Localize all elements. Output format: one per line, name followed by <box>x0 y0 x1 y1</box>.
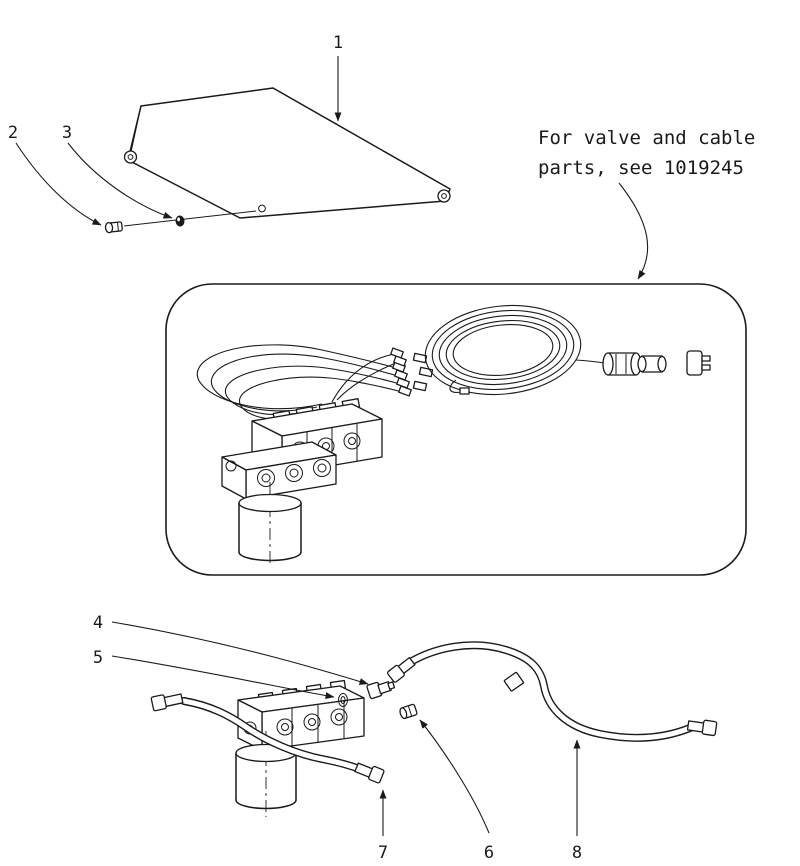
fitting-part-4 <box>366 681 396 700</box>
cable-connector-c <box>686 350 711 376</box>
reference-note-line-1: For valve and cable <box>538 127 755 149</box>
oring-part-5-inner <box>340 696 346 704</box>
wire-connectors <box>390 347 434 397</box>
coil-stub-connector <box>459 387 470 395</box>
callout-2-leader <box>15 142 102 226</box>
callout-4-leader <box>111 621 369 685</box>
callout-1-label: 1 <box>333 33 343 53</box>
callout-2-label: 2 <box>8 123 18 143</box>
coil-loops <box>424 304 582 396</box>
wire-bundle <box>196 344 403 420</box>
hose-8 <box>387 641 718 742</box>
oring-part-5 <box>338 693 348 707</box>
hose-8-fitting-left <box>387 656 416 683</box>
fastener-axis-line <box>123 210 257 227</box>
callout-6-leader <box>419 719 490 834</box>
hose-7 <box>150 693 385 784</box>
callout-6-label: 6 <box>484 843 494 863</box>
cover-plate-hole <box>258 204 266 213</box>
reference-box <box>165 283 747 576</box>
callout-5-label: 5 <box>93 648 103 668</box>
hose-7-fitting-left <box>150 693 184 712</box>
hose-8-fitting-right <box>686 719 718 737</box>
cover-plate-right-tab-inner <box>441 193 447 199</box>
cover-plate-left-tab <box>123 150 138 164</box>
callout-7-label: 7 <box>378 843 388 863</box>
hose-8-sleeve <box>503 671 525 692</box>
reference-note-line-2: parts, see 1019245 <box>538 157 744 179</box>
cable-connector-b <box>637 355 667 373</box>
callout-3-leader <box>67 142 173 219</box>
filter-cartridge <box>238 482 302 566</box>
cable-connector-a <box>602 352 642 376</box>
cover-plate-left-tab-inner <box>127 154 134 160</box>
cable-coil <box>424 304 711 396</box>
sub-valve-block <box>221 441 337 500</box>
cover-plate <box>123 87 451 219</box>
callout-8-label: 8 <box>572 843 582 863</box>
callout-5-leader <box>111 655 335 700</box>
cover-plate-right-tab <box>437 189 451 203</box>
cover-plate-fold <box>130 105 142 153</box>
callout-4-label: 4 <box>93 613 103 633</box>
hose-7-fitting-right <box>354 762 385 784</box>
cover-plate-outline <box>127 87 451 219</box>
washer-part-3 <box>175 215 185 227</box>
reference-note-leader <box>618 182 649 280</box>
callout-3-label: 3 <box>62 123 72 143</box>
plug-part-6 <box>399 703 418 720</box>
coil-stub <box>449 379 462 393</box>
cable-lead <box>575 359 605 364</box>
screw-part-2 <box>104 221 123 234</box>
valve-assembly <box>196 344 434 566</box>
